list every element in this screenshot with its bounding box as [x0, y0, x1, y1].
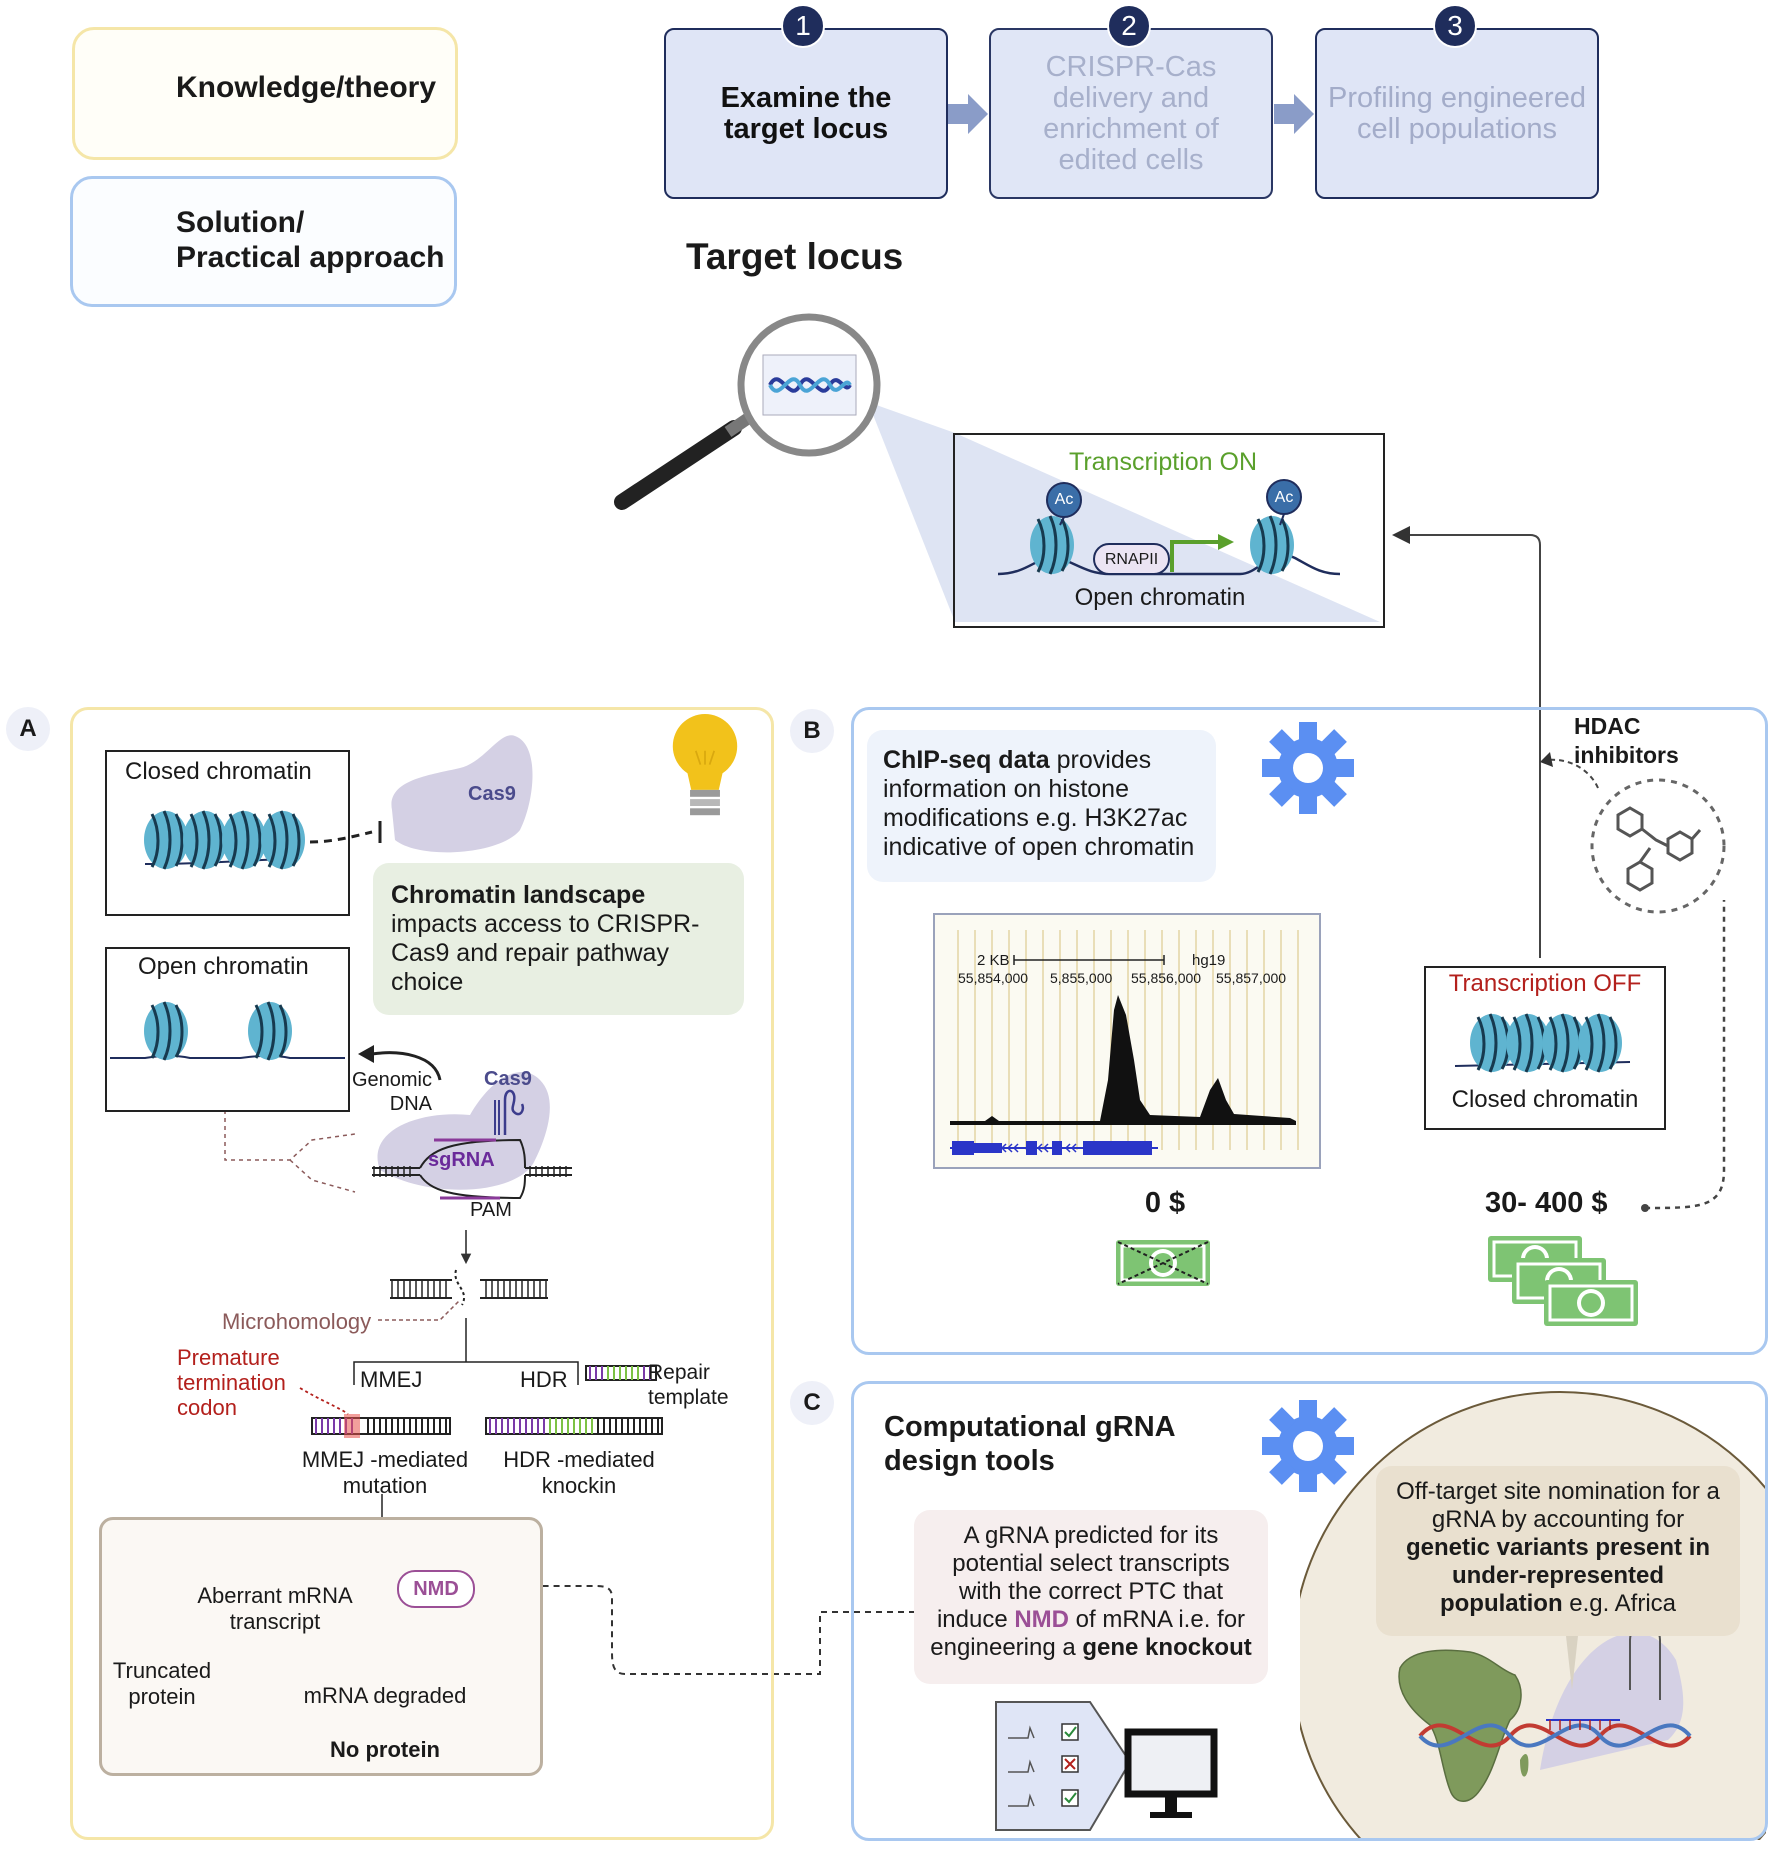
panel-a-letter: A	[6, 707, 50, 751]
off-chromatin-nucleosomes	[1454, 1012, 1631, 1074]
track-genome-label: hg19	[1192, 952, 1226, 969]
track-coord-2: 5,855,000	[1050, 970, 1113, 986]
mrna-degraded-label: mRNA degraded	[303, 1683, 467, 1708]
gRNA-note-part-1: A gRNA predicted for its potential selec…	[936, 1522, 1230, 1633]
ac-label-2: Ac	[1274, 489, 1294, 506]
cas9-complex	[372, 1072, 572, 1200]
panel-b-letter: B	[790, 709, 834, 753]
step-3-box: Profiling engineered cell populations	[1315, 28, 1599, 199]
step-2-box: CRISPR-Cas delivery and enrichment of ed…	[989, 28, 1273, 199]
chromatin-note-bold: Chromatin landscape	[391, 881, 646, 909]
nmd-dashed-connector	[502, 1585, 915, 1675]
genomic-dna-label: Genomic DNA	[351, 1069, 432, 1115]
step-1-number: 1	[781, 4, 825, 48]
chipseq-note: ChIP-seq data provides information on hi…	[867, 730, 1216, 882]
step-arrow	[948, 94, 1314, 134]
open-chromatin-illustration	[997, 479, 1341, 576]
closed-chromatin-label: Closed chromatin	[125, 758, 312, 785]
open-chromatin-caption: Open chromatin	[1074, 584, 1246, 611]
cost-free-label: 0 $	[1144, 1187, 1186, 1219]
gRNA-knockout-note: A gRNA predicted for its potential selec…	[914, 1510, 1268, 1684]
panel-c	[851, 1381, 1768, 1841]
legend-solution	[70, 176, 457, 307]
cas9-complex-label: Cas9	[484, 1068, 532, 1090]
mmej-result-label: MMEJ -mediated mutation	[301, 1447, 469, 1498]
dna-ticks	[373, 1166, 567, 1177]
track-coord-1: 55,854,000	[958, 970, 1029, 986]
nmd-outcome-box	[99, 1517, 543, 1776]
closed-chromatin-frame	[105, 750, 350, 916]
open-chromatin-nucleosomes	[110, 1000, 345, 1062]
track-scale-label: 2 KB	[977, 952, 1010, 969]
cost-paid-label: 30- 400 $	[1485, 1187, 1608, 1219]
chipseq-note-rest: provides information on histone modifica…	[883, 746, 1195, 861]
dollar-bills-icon: $	[1486, 1234, 1640, 1328]
offtarget-bold: genetic variants present in under-repres…	[1405, 1534, 1711, 1617]
legend-knowledge-label: Knowledge/theory	[176, 71, 437, 104]
transcription-off-title: Transcription OFF	[1448, 970, 1642, 997]
rnapii-label: RNAPII	[1104, 551, 1159, 568]
hdr-label: HDR	[520, 1367, 568, 1392]
panel-a	[70, 707, 774, 1840]
gRNA-note-part-2: of mRNA i.e. for engineering a	[930, 1606, 1246, 1661]
no-cost-bill-icon	[1114, 1238, 1212, 1288]
repair-template-strand	[585, 1365, 657, 1381]
chipseq-track	[933, 913, 1321, 1169]
gRNA-note-bold: gene knockout	[1082, 1634, 1252, 1661]
transcription-on-title: Transcription ON	[1068, 448, 1257, 476]
transcription-on-frame	[953, 433, 1385, 628]
offtarget-part-1: Off-target site nomination for a gRNA by…	[1396, 1478, 1720, 1533]
broken-dna	[390, 1269, 548, 1306]
panel-c-letter: C	[790, 1381, 834, 1425]
offtarget-part-2: e.g. Africa	[1562, 1590, 1677, 1617]
open-chromatin-frame	[105, 947, 350, 1112]
ac-label-1: Ac	[1054, 491, 1074, 508]
magnifier-icon	[614, 313, 1380, 622]
step-2-number: 2	[1107, 4, 1151, 48]
target-locus-title: Target locus	[686, 236, 904, 277]
hdr-result-label: HDR -mediated knockin	[503, 1447, 655, 1498]
closed-chromatin-nucleosomes	[142, 809, 382, 871]
hdac-inhibitors-label: HDAC inhibitors	[1574, 713, 1679, 768]
ptc-label: Premature termination codon	[177, 1345, 286, 1420]
chipseq-note-bold: ChIP-seq data	[883, 746, 1050, 774]
hdac-arrow	[1547, 758, 1599, 789]
truncated-protein-label: Truncated protein	[112, 1658, 212, 1709]
no-protein-label: No protein	[330, 1737, 440, 1762]
svg-text:$: $	[1585, 1291, 1597, 1316]
hdac-molecule-icon	[1590, 778, 1726, 914]
step-1-box: Examine the target locus	[664, 28, 948, 199]
aberrant-mrna-label: Aberrant mRNA transcript	[197, 1583, 353, 1634]
panel-b	[851, 707, 1768, 1355]
cas9-label-top: Cas9	[468, 783, 516, 805]
mmej-strand	[311, 1414, 451, 1438]
sgrna-label: sgRNA	[428, 1149, 495, 1171]
transcription-off-caption: Closed chromatin	[1451, 1086, 1639, 1113]
legend-solution-label: Solution/ Practical approach	[176, 206, 445, 274]
legend-knowledge	[72, 27, 458, 160]
step-3-number: 3	[1433, 4, 1477, 48]
nmd-badge: NMD	[397, 1570, 475, 1608]
track-coord-4: 55,857,000	[1216, 970, 1287, 986]
transcription-off-frame	[1424, 966, 1666, 1130]
pam-label: PAM	[470, 1199, 512, 1221]
chromatin-note-rest: impacts access to CRISPR-Cas9 and repair…	[391, 910, 700, 996]
checklist-monitor-icon	[995, 1701, 1218, 1831]
offtarget-note: Off-target site nomination for a gRNA by…	[1376, 1466, 1740, 1636]
hdr-strand	[485, 1417, 663, 1435]
track-coord-3: 55,856,000	[1131, 970, 1202, 986]
mmej-label: MMEJ	[360, 1367, 423, 1392]
repair-template-label: Repair template	[648, 1361, 729, 1409]
microhomology-label: Microhomology	[222, 1309, 372, 1334]
open-chromatin-label: Open chromatin	[138, 953, 309, 980]
cost-connector	[1644, 900, 1726, 1210]
cas9-blob	[391, 735, 533, 853]
gRNA-note-nmd: NMD	[1014, 1606, 1069, 1633]
connector-off-to-on	[1410, 534, 1541, 958]
chromatin-landscape-note: Chromatin landscape impacts access to CR…	[373, 863, 744, 1015]
panel-c-title: Computational gRNA design tools	[884, 1411, 1176, 1477]
